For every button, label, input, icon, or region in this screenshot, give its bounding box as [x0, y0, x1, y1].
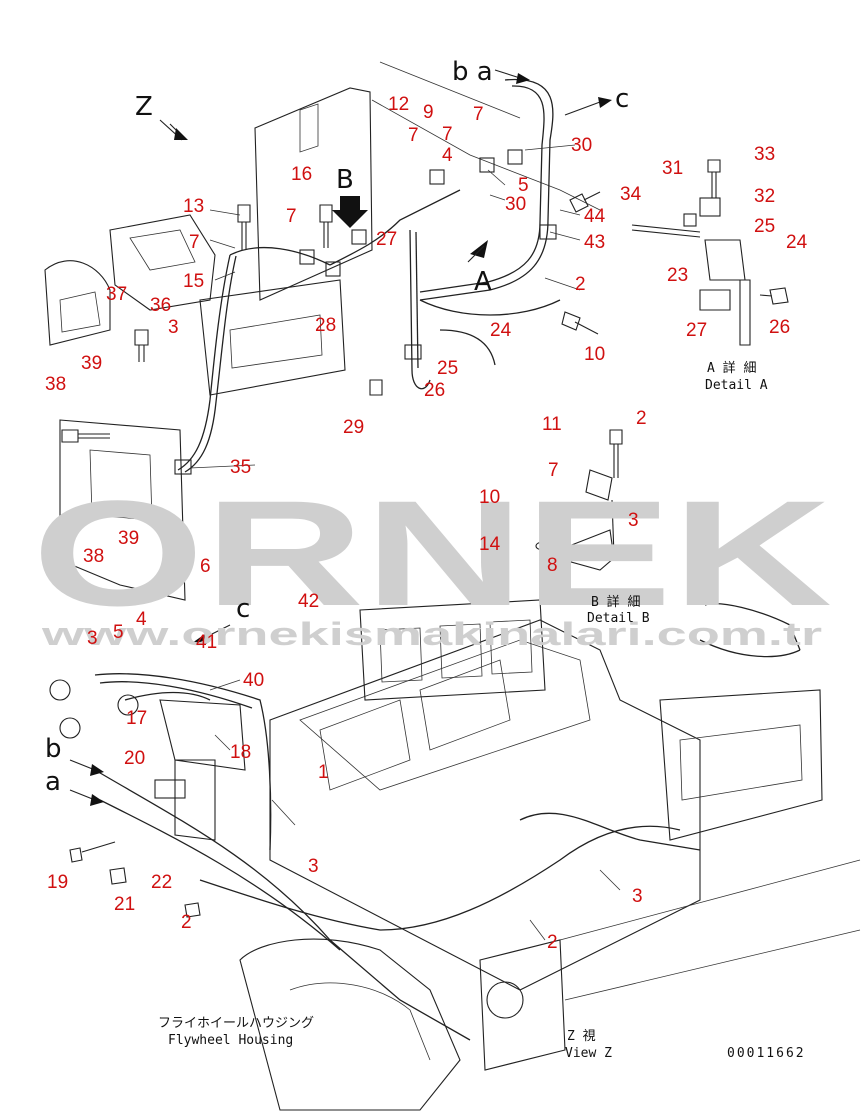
part-number: 3 [628, 510, 639, 531]
part-number: 7 [189, 232, 200, 253]
view-z-caption-en: View Z [565, 1046, 612, 1061]
part-number: 3 [168, 317, 179, 338]
captions: A 詳 細 Detail A B 詳 細 Detail B フライホイールハウジ… [158, 360, 806, 1061]
part-number: 7 [473, 104, 484, 125]
part-number: 24 [490, 320, 512, 341]
drawing-number: 00011662 [727, 1046, 806, 1061]
part-number: 38 [45, 374, 66, 395]
part-number: 7 [548, 460, 559, 481]
part-number: 42 [298, 591, 319, 612]
part-number: 7 [408, 125, 419, 146]
part-number: 37 [106, 284, 127, 305]
part-number: 30 [571, 135, 592, 156]
view-z-caption-jp: Z 視 [567, 1029, 596, 1044]
part-number: 44 [584, 206, 606, 227]
view-letters: Z B A b a c c b a [45, 57, 629, 797]
part-number: 12 [388, 94, 409, 115]
part-number: 24 [786, 232, 808, 253]
part-number: 14 [479, 534, 501, 555]
part-number: 10 [479, 487, 500, 508]
part-number: 22 [151, 872, 172, 893]
detail-b-caption-jp: B 詳 細 [591, 594, 640, 610]
watermark-url: www.ornekismakinalari.com.tr [40, 616, 822, 652]
part-number: 20 [124, 748, 145, 769]
part-number: 13 [183, 196, 204, 217]
view-letter-a: A [474, 267, 492, 297]
part-number: 26 [424, 380, 445, 401]
part-number: 11 [542, 414, 562, 435]
part-number: 19 [47, 872, 68, 893]
part-number: 3 [308, 856, 319, 877]
part-number: 18 [230, 742, 251, 763]
part-number: 9 [423, 102, 434, 123]
part-number: 17 [126, 708, 147, 729]
flywheel-caption-en: Flywheel Housing [168, 1033, 293, 1048]
view-letter-c-mid: c [236, 594, 250, 624]
part-number: 39 [81, 353, 102, 374]
part-number: 6 [200, 556, 211, 577]
part-number: 16 [291, 164, 312, 185]
part-number: 7 [286, 206, 297, 227]
detail-a-caption-en: Detail A [705, 378, 768, 393]
part-number: 3 [632, 886, 643, 907]
part-number: 34 [620, 184, 642, 205]
part-number: 39 [118, 528, 139, 549]
part-number: 15 [183, 271, 204, 292]
part-number: 25 [437, 358, 458, 379]
part-number: 5 [518, 175, 529, 196]
part-number: 30 [505, 194, 526, 215]
part-number: 4 [442, 145, 453, 166]
part-number: 40 [243, 670, 264, 691]
view-letter-a-left: a [45, 767, 61, 797]
detail-a-caption-jp: A 詳 細 [707, 360, 756, 376]
view-letter-b: B [336, 165, 354, 195]
part-number: 10 [584, 344, 605, 365]
watermark-brand: ORNEK [32, 469, 832, 637]
part-number: 25 [754, 216, 775, 237]
engine-line-art [44, 61, 861, 1111]
part-number: 3 [87, 628, 98, 649]
watermark: ORNEK www.ornekismakinalari.com.tr [32, 469, 832, 652]
part-number: 4 [136, 609, 147, 630]
part-number: 32 [754, 186, 775, 207]
view-letter-c-top: c [615, 84, 629, 114]
part-number: 23 [667, 265, 688, 286]
part-number: 33 [754, 144, 775, 165]
part-number: 35 [230, 457, 251, 478]
part-number: 41 [196, 632, 217, 653]
part-number: 38 [83, 546, 104, 567]
part-number: 1 [318, 762, 329, 783]
detail-b-caption-en: Detail B [587, 611, 650, 626]
view-letter-z: Z [135, 92, 153, 122]
flywheel-caption-jp: フライホイールハウジング [158, 1016, 314, 1031]
part-number: 31 [662, 158, 683, 179]
part-number: 2 [575, 274, 586, 295]
view-letter-b-left: b [45, 734, 62, 764]
part-number: 7 [442, 124, 453, 145]
part-number: 27 [686, 320, 707, 341]
part-number: 8 [547, 555, 558, 576]
part-number: 28 [315, 315, 336, 336]
view-letter-ba: b a [452, 57, 493, 87]
part-number: 5 [113, 622, 124, 643]
part-number: 29 [343, 417, 364, 438]
part-number: 2 [547, 932, 558, 953]
part-number: 2 [181, 912, 192, 933]
part-number: 26 [769, 317, 790, 338]
part-number: 27 [376, 229, 397, 250]
part-number: 21 [114, 894, 135, 915]
part-number: 36 [150, 295, 171, 316]
part-number-callouts: 12 9 7 7 7 4 5 30 30 44 43 2 10 16 13 7 … [45, 94, 808, 953]
part-number: 43 [584, 232, 605, 253]
part-number: 2 [636, 408, 647, 429]
